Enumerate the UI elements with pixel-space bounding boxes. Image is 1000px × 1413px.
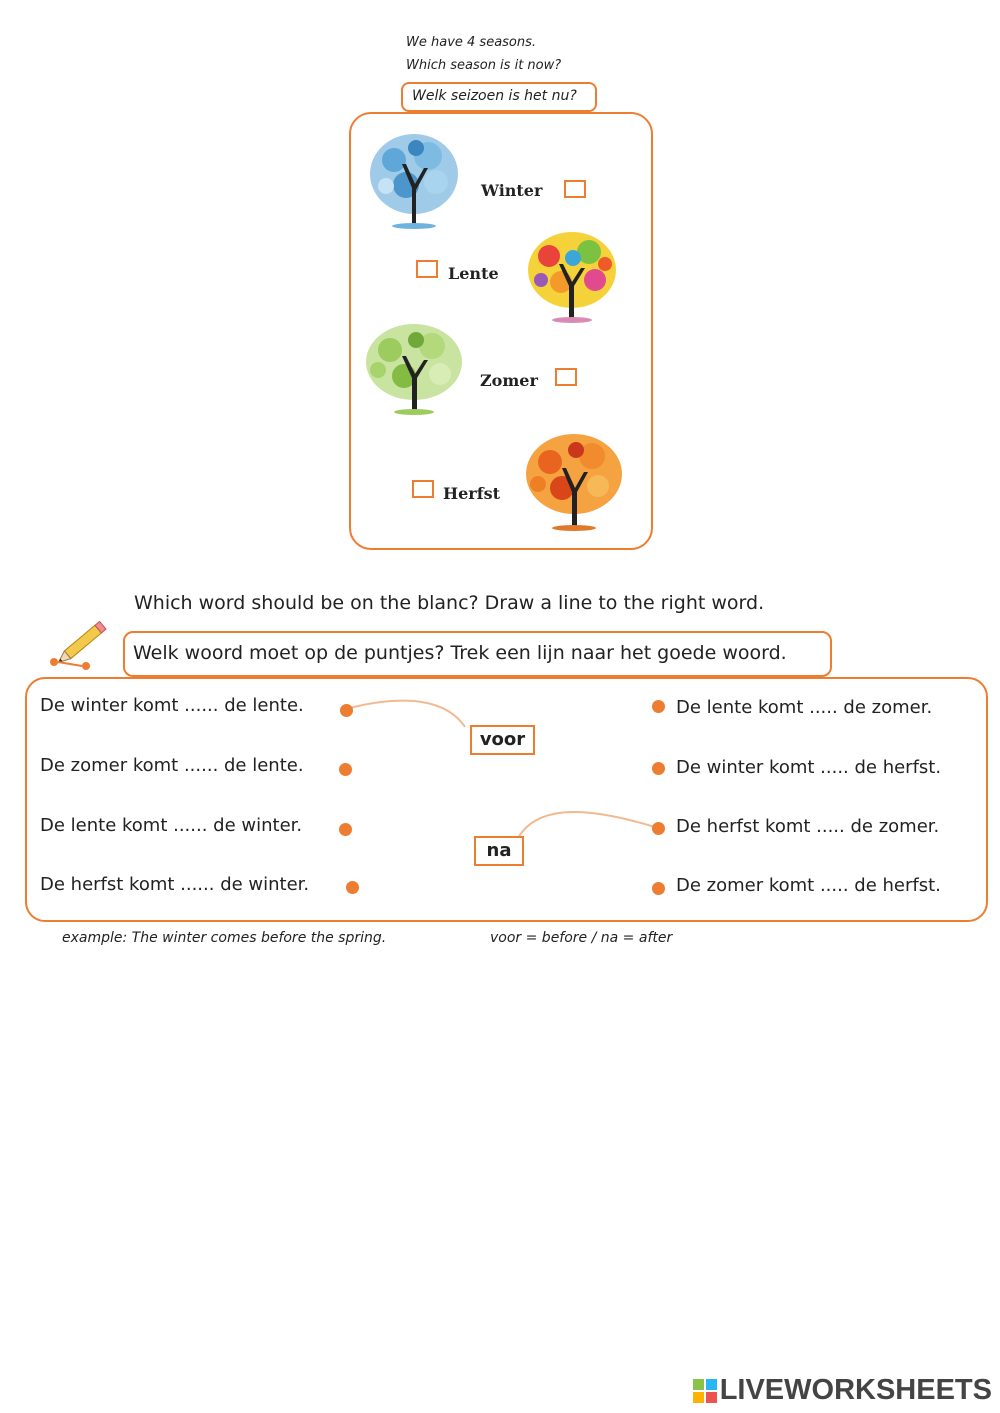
left-sentence-2: De zomer komt ...... de lente. bbox=[40, 755, 304, 776]
word-box-na[interactable]: na bbox=[474, 836, 524, 866]
word-box-voor[interactable]: voor bbox=[470, 725, 535, 755]
summer-tree-icon bbox=[366, 324, 462, 415]
checkbox-herfst[interactable] bbox=[412, 480, 434, 498]
matching-panel bbox=[25, 677, 988, 922]
right-dot-2[interactable] bbox=[652, 762, 665, 775]
spring-tree-icon bbox=[528, 232, 616, 323]
right-sentence-2: De winter komt ..... de herfst. bbox=[676, 757, 942, 778]
instruction-nl-box: Welk woord moet op de puntjes? Trek een … bbox=[123, 631, 832, 677]
left-dot-3[interactable] bbox=[339, 823, 352, 836]
liveworksheets-logo: LIVEWORKSHEETS bbox=[692, 1374, 992, 1407]
right-dot-4[interactable] bbox=[652, 882, 665, 895]
question-box: Welk seizoen is het nu? bbox=[401, 82, 597, 112]
connection-line-1 bbox=[345, 699, 466, 728]
autumn-tree-icon bbox=[526, 434, 622, 531]
translation-note: voor = before / na = after bbox=[490, 930, 673, 946]
right-sentence-1: De lente komt ..... de zomer. bbox=[676, 697, 933, 718]
pencil-icon bbox=[50, 620, 107, 670]
checkbox-winter[interactable] bbox=[564, 180, 586, 198]
season-panel bbox=[349, 112, 653, 550]
right-sentence-3: De herfst komt ..... de zomer. bbox=[676, 816, 940, 837]
left-dot-4[interactable] bbox=[346, 881, 359, 894]
right-dot-1[interactable] bbox=[652, 700, 665, 713]
season-label-herfst: Herfst bbox=[443, 484, 501, 503]
liveworksheets-logo-icon bbox=[692, 1378, 717, 1403]
left-dot-1[interactable] bbox=[340, 704, 353, 717]
right-dot-3[interactable] bbox=[652, 822, 665, 835]
winter-tree-icon bbox=[370, 134, 458, 229]
season-label-winter: Winter bbox=[481, 181, 543, 200]
season-label-zomer: Zomer bbox=[480, 371, 538, 390]
left-sentence-3: De lente komt ...... de winter. bbox=[40, 815, 303, 836]
checkbox-lente[interactable] bbox=[416, 260, 438, 278]
checkbox-zomer[interactable] bbox=[555, 368, 577, 386]
instruction-nl: Welk woord moet op de puntjes? Trek een … bbox=[133, 642, 787, 664]
left-sentence-1: De winter komt ...... de lente. bbox=[40, 695, 304, 716]
left-dot-2[interactable] bbox=[339, 763, 352, 776]
example-note: example: The winter comes before the spr… bbox=[62, 930, 387, 946]
connection-lines bbox=[345, 699, 659, 839]
right-sentence-4: De zomer komt ..... de herfst. bbox=[676, 875, 941, 896]
season-label-lente: Lente bbox=[448, 264, 499, 283]
question-nl: Welk seizoen is het nu? bbox=[412, 88, 577, 104]
left-sentence-4: De herfst komt ...... de winter. bbox=[40, 874, 310, 895]
intro-line-2: Which season is it now? bbox=[406, 58, 562, 73]
liveworksheets-logo-text: LIVEWORKSHEETS bbox=[719, 1374, 992, 1406]
intro-line-1: We have 4 seasons. bbox=[406, 35, 537, 50]
instruction-en: Which word should be on the blanc? Draw … bbox=[134, 592, 765, 614]
connection-line-2 bbox=[517, 811, 659, 839]
